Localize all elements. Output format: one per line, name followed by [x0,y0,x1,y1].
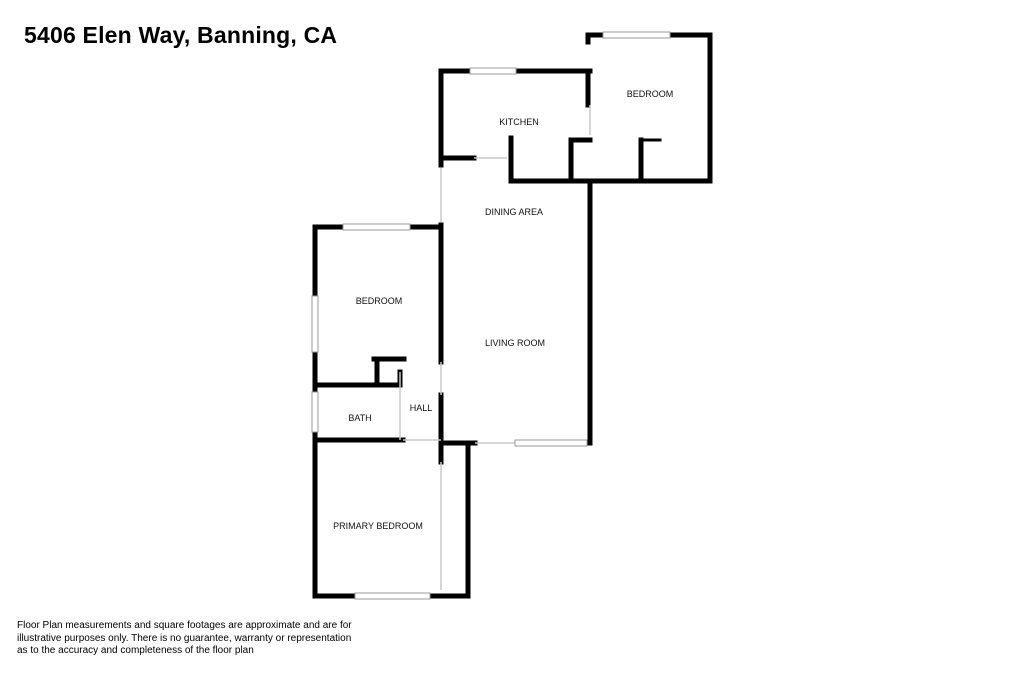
wall-primary-bedroom-right [427,440,471,599]
wall-bath-top [312,369,403,388]
disclaimer-line: Floor Plan measurements and square foota… [17,620,352,631]
room-label-living-room: LIVING ROOM [485,338,545,348]
wall-bedroom-left-outer [312,224,346,299]
window-bath [311,391,319,433]
wall-kitchen-outer [438,68,593,168]
wall-bedroom-upper-right [508,32,713,184]
disclaimer-line: illustrative purposes only. There is no … [17,632,352,644]
page-title: 5406 Elen Way, Banning, CA [24,22,338,48]
room-label-bedroom-left: BEDROOM [356,296,403,306]
room-label-dining-area: DINING AREA [485,207,543,217]
window-bedroom-left-side [311,295,319,353]
windows [311,31,671,600]
door-openings [399,105,591,590]
disclaimer-line: as to the accuracy and completeness of t… [17,645,254,656]
window-living [514,439,588,447]
room-label-primary-bedroom: PRIMARY BEDROOM [333,521,423,531]
window-kitchen [469,67,517,75]
room-label-bedroom-upper: BEDROOM [627,89,674,99]
window-bedroom-upper [602,31,671,39]
wall-closets [568,137,593,184]
disclaimer: Floor Plan measurements and square foota… [17,620,377,658]
room-label-kitchen: KITCHEN [499,117,539,127]
window-bedroom-left-top [342,223,411,231]
wall-primary-bedroom [312,437,358,599]
window-primary-bedroom [354,592,431,600]
room-label-bath: BATH [348,413,371,423]
room-label-hall: HALL [410,403,433,413]
